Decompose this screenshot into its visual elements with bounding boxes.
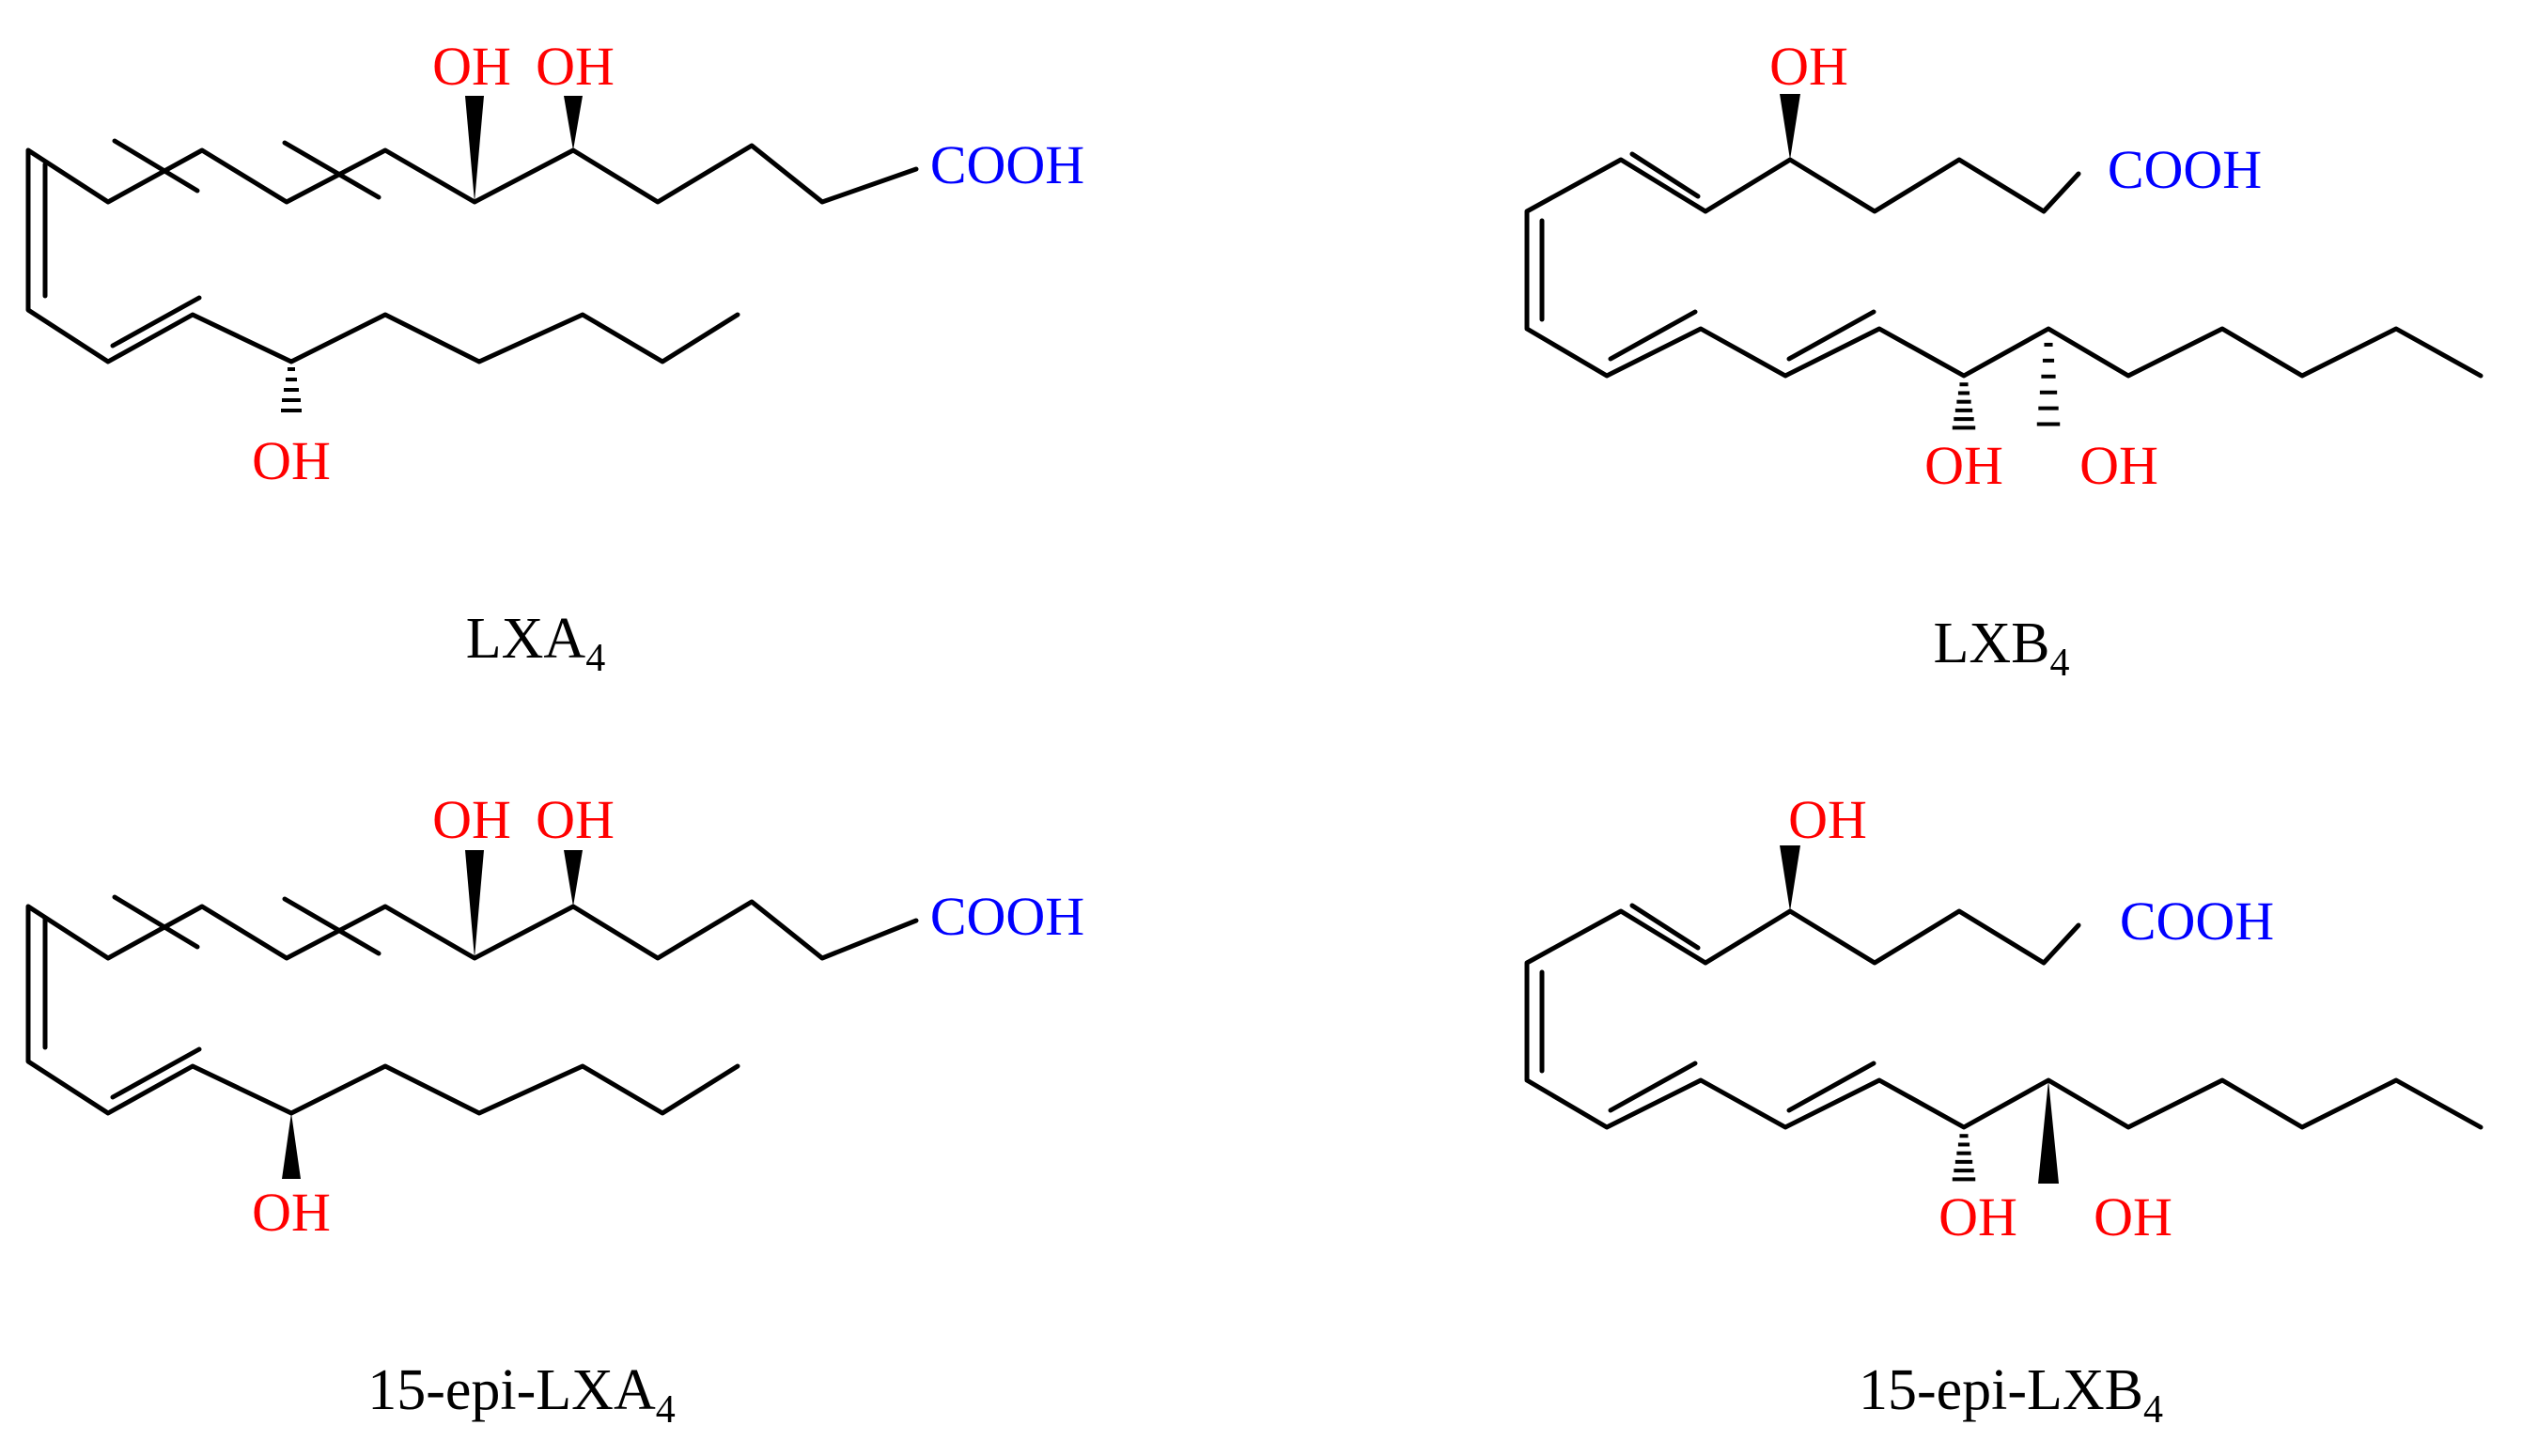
epi-lxa4-double-bond-1 bbox=[282, 896, 381, 956]
epi-lxb4-double-bond-6 bbox=[1629, 903, 1701, 951]
lxa4-double-bond-1 bbox=[282, 140, 381, 200]
epi-lxa4-oh-label-bottom: OH bbox=[252, 1182, 331, 1243]
lxb4-oh-label-bottom-left: OH bbox=[1924, 435, 2003, 496]
epi-lxb4-lower-chain bbox=[1524, 908, 2484, 1130]
epi-lxa4-double-bond-2 bbox=[112, 894, 200, 950]
lxa4-hash-bond-15oh bbox=[281, 367, 302, 412]
lxb4-oh-label-bottom-right: OH bbox=[2079, 435, 2158, 496]
epi-lxa4-wedge-bond-5oh bbox=[564, 850, 583, 906]
lxb4-hash-bond-14oh bbox=[1952, 382, 1976, 430]
lxa4-oh-label-right: OH bbox=[536, 36, 615, 97]
epi-lxb4-cooh-label: COOH bbox=[2120, 891, 2274, 952]
lxb4-hash-bond-15oh bbox=[2036, 342, 2061, 426]
lxb4-wedge-bond-5oh bbox=[1780, 94, 1800, 160]
epi-lxb4-wedge-bond-5oh bbox=[1780, 845, 1800, 911]
epi-lxa4-cooh-label: COOH bbox=[930, 886, 1084, 947]
epi-lxa4-double-bond-4 bbox=[110, 1046, 202, 1100]
epi-lxb4-name: 15-epi-LXB4 bbox=[1859, 1358, 2163, 1432]
epi-lxa4-carbon-backbone bbox=[25, 899, 919, 1116]
epi-lxb4-double-bond-12 bbox=[1786, 1061, 1876, 1113]
epi-lxb4-oh-label-bottom-left: OH bbox=[1939, 1186, 2017, 1247]
lxb4-double-bond-6 bbox=[1629, 151, 1701, 199]
lxa4-name: LXA4 bbox=[466, 607, 605, 680]
epi-lxb4-upper-chain bbox=[1703, 908, 2081, 966]
lxb4-name: LXB4 bbox=[1934, 612, 2070, 685]
lxb4-oh-label-top: OH bbox=[1769, 36, 1848, 97]
molecule-15-epi-lxa4: OH OH COOH OH 15-epi-LXA4 bbox=[25, 789, 1084, 1432]
lxb4-double-bond-10 bbox=[1608, 309, 1698, 362]
lxa4-wedge-bond-6oh bbox=[465, 96, 484, 202]
lxb4-cooh-label: COOH bbox=[2108, 139, 2262, 200]
lxa4-wedge-bond-5oh bbox=[564, 96, 583, 150]
lxa4-carbon-backbone bbox=[25, 143, 919, 364]
epi-lxb4-oh-label-top: OH bbox=[1788, 789, 1867, 850]
lxa4-double-bond-2 bbox=[112, 138, 200, 194]
lxb4-double-bond-12 bbox=[1786, 309, 1876, 362]
epi-lxb4-hash-bond-14oh bbox=[1952, 1134, 1976, 1182]
epi-lxa4-wedge-bond-15oh bbox=[282, 1113, 301, 1179]
lxa4-double-bond-4 bbox=[110, 295, 202, 349]
epi-lxa4-oh-label-left: OH bbox=[432, 789, 511, 850]
epi-lxa4-name: 15-epi-LXA4 bbox=[367, 1358, 675, 1432]
epi-lxb4-wedge-bond-15oh bbox=[2038, 1080, 2059, 1184]
lxa4-cooh-label: COOH bbox=[930, 134, 1084, 195]
lxb4-upper-chain bbox=[1703, 157, 2081, 214]
lxb4-lower-chain bbox=[1524, 157, 2484, 379]
molecule-15-epi-lxb4: COOH OH OH OH 15-epi-LXB4 bbox=[1524, 789, 2484, 1432]
epi-lxb4-oh-label-bottom-right: OH bbox=[2094, 1186, 2172, 1247]
lxa4-oh-label-bottom: OH bbox=[252, 430, 331, 491]
molecule-lxb4: COOH OH OH OH LXB4 bbox=[1524, 36, 2484, 685]
epi-lxa4-wedge-bond-6oh bbox=[465, 850, 484, 958]
epi-lxa4-oh-label-right: OH bbox=[536, 789, 615, 850]
lxa4-oh-label-left: OH bbox=[432, 36, 511, 97]
epi-lxb4-double-bond-10 bbox=[1608, 1061, 1698, 1113]
molecule-lxa4: OH OH COOH OH LXA4 bbox=[25, 36, 1084, 680]
